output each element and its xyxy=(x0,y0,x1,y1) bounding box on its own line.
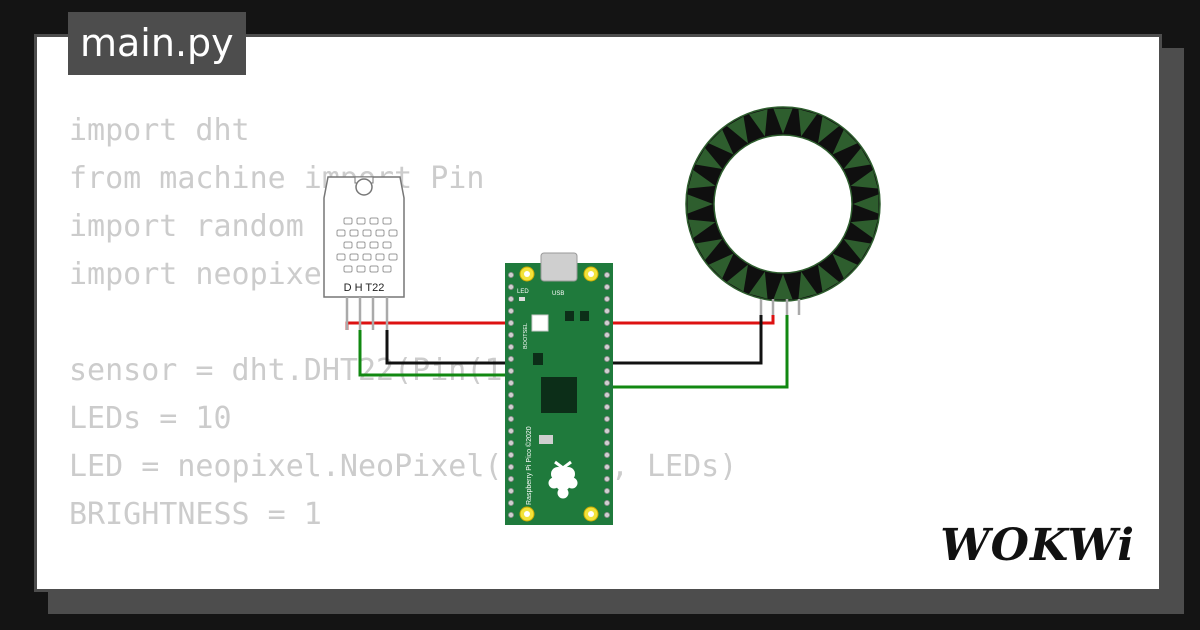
neopixel-segment xyxy=(708,253,734,279)
neopixel-segment xyxy=(749,271,768,299)
neopixel-segment xyxy=(773,274,793,300)
neopixel-segment xyxy=(850,219,878,238)
chip-component xyxy=(539,435,553,444)
code-line: sensor = dht.DHT22(Pin(1)) xyxy=(69,353,539,388)
raspberry-pi-pico-board[interactable]: LED USB BOOTSEL Raspberry Pi Pico ©2020 xyxy=(505,252,613,525)
sensor-label: D H T22 xyxy=(344,282,385,294)
neopixel-segment xyxy=(850,170,878,189)
neopixel-segment xyxy=(726,116,748,144)
sensor-pins xyxy=(345,297,389,330)
neopixel-segment xyxy=(832,253,858,279)
neopixel-segment xyxy=(708,129,734,155)
usb-connector-icon xyxy=(540,252,578,282)
neopixel-segment xyxy=(843,239,871,261)
neopixel-segment xyxy=(695,147,723,169)
neopixel-segment xyxy=(749,109,768,137)
pin-headers-left xyxy=(507,271,514,518)
ring-pixels xyxy=(687,108,879,300)
circuit-diagram: D H T22 LED USB xyxy=(323,106,881,525)
wire-ground-black xyxy=(385,315,763,365)
chip-component xyxy=(565,311,574,321)
ring-pins xyxy=(759,299,801,315)
code-line: import neopixel xyxy=(69,257,340,292)
mount-hole-icon xyxy=(355,178,373,196)
neopixel-segment xyxy=(818,264,840,292)
neopixel-segment xyxy=(688,219,716,238)
neopixel-segment xyxy=(687,194,713,214)
led-label: LED xyxy=(517,289,529,295)
code-line: BRIGHTNESS = 1 xyxy=(69,497,322,532)
neopixel-segment xyxy=(853,194,879,214)
chip-component xyxy=(533,353,543,365)
neopixel-segment xyxy=(818,116,840,144)
status-led-icon xyxy=(519,297,525,301)
sensor-grille xyxy=(336,217,398,273)
wokwi-logo: WOKWi xyxy=(940,520,1135,571)
neopixel-segment xyxy=(726,264,748,292)
neopixel-segment xyxy=(688,170,716,189)
raspberry-logo-icon xyxy=(548,460,578,499)
neopixel-segment xyxy=(832,129,858,155)
neopixel-segment xyxy=(773,108,793,134)
board-label: Raspberry Pi Pico ©2020 xyxy=(525,426,533,505)
neopixel-segment xyxy=(798,109,817,137)
file-tab[interactable]: main.py xyxy=(68,12,246,75)
code-line: LEDs = 10 xyxy=(69,401,232,436)
neopixel-segment xyxy=(695,239,723,261)
bootsel-label: BOOTSEL xyxy=(523,323,529,349)
code-line: import random xyxy=(69,209,304,244)
rp2040-chip xyxy=(541,377,577,413)
neopixel-ring[interactable] xyxy=(685,106,881,315)
pin-headers-right xyxy=(604,271,611,518)
neopixel-segment xyxy=(843,147,871,169)
code-line: import dht xyxy=(69,113,250,148)
usb-label: USB xyxy=(552,291,564,297)
project-card[interactable]: import dht from machine import Pin impor… xyxy=(34,34,1162,592)
code-preview: import dht from machine import Pin impor… xyxy=(69,107,737,539)
dht22-sensor[interactable]: D H T22 xyxy=(323,176,405,330)
bootsel-button[interactable] xyxy=(531,314,549,332)
chip-component xyxy=(580,311,589,321)
neopixel-segment xyxy=(798,271,817,299)
